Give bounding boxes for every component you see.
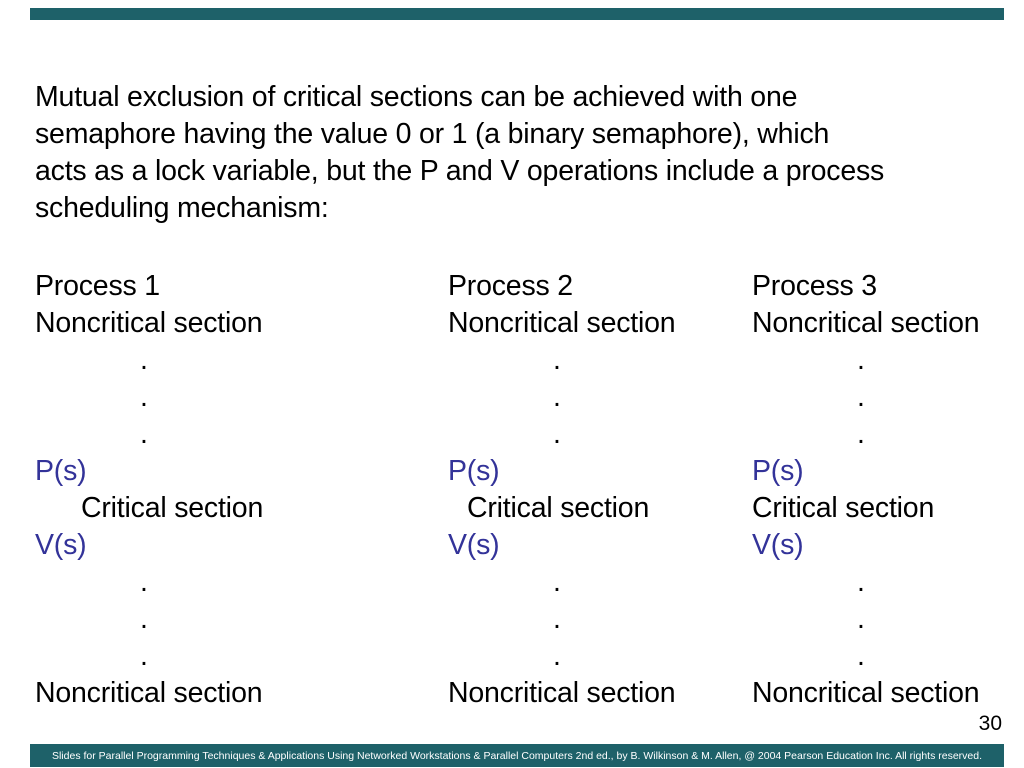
ellipsis-dot: .: [857, 381, 865, 413]
intro-line-1: Mutual exclusion of critical sections ca…: [35, 81, 798, 113]
ellipsis-dot: .: [857, 418, 865, 450]
critical-section-label: Critical section: [467, 492, 650, 524]
v-operation-label: V(s): [448, 529, 500, 561]
process-column-1: Process 1 Noncritical section . . . P(s)…: [35, 268, 263, 712]
intro-line-4: scheduling mechanism:: [35, 192, 329, 224]
ellipsis-dot: .: [140, 344, 148, 376]
ellipsis-dot: .: [553, 603, 561, 635]
ellipsis-dot: .: [553, 566, 561, 598]
ellipsis-dot: .: [553, 640, 561, 672]
process-column-2: Process 2 Noncritical section . . . P(s)…: [448, 268, 676, 712]
noncritical-section-label: Noncritical section: [35, 307, 263, 339]
top-decoration-bar: [30, 8, 1004, 20]
intro-paragraph: Mutual exclusion of critical sections ca…: [35, 79, 884, 227]
ellipsis-dot: .: [857, 603, 865, 635]
ellipsis-dot: .: [140, 640, 148, 672]
footer-bar: Slides for Parallel Programming Techniqu…: [30, 744, 1004, 767]
footer-text: Slides for Parallel Programming Techniqu…: [51, 749, 983, 762]
v-operation-label: V(s): [35, 529, 87, 561]
ellipsis-dot: .: [140, 381, 148, 413]
ellipsis-dot: .: [553, 344, 561, 376]
process-column-3: Process 3 Noncritical section . . . P(s)…: [752, 268, 980, 712]
process-2-title: Process 2: [448, 270, 573, 302]
noncritical-section-label: Noncritical section: [752, 307, 980, 339]
ellipsis-dot: .: [140, 566, 148, 598]
ellipsis-dot: .: [857, 640, 865, 672]
p-operation-label: P(s): [448, 455, 500, 487]
noncritical-section-label: Noncritical section: [448, 677, 676, 709]
ellipsis-dot: .: [140, 603, 148, 635]
ellipsis-dot: .: [553, 418, 561, 450]
intro-line-3: acts as a lock variable, but the P and V…: [35, 155, 885, 187]
p-operation-label: P(s): [35, 455, 87, 487]
noncritical-section-label: Noncritical section: [448, 307, 676, 339]
p-operation-label: P(s): [752, 455, 804, 487]
critical-section-label: Critical section: [752, 492, 935, 524]
ellipsis-dot: .: [857, 566, 865, 598]
ellipsis-dot: .: [140, 418, 148, 450]
noncritical-section-label: Noncritical section: [35, 677, 263, 709]
critical-section-label: Critical section: [81, 492, 264, 524]
noncritical-section-label: Noncritical section: [752, 677, 980, 709]
ellipsis-dot: .: [553, 381, 561, 413]
page-number: 30: [978, 712, 1002, 735]
intro-line-2: semaphore having the value 0 or 1 (a bin…: [35, 118, 830, 150]
process-1-title: Process 1: [35, 270, 160, 302]
v-operation-label: V(s): [752, 529, 804, 561]
ellipsis-dot: .: [857, 344, 865, 376]
process-3-title: Process 3: [752, 270, 877, 302]
